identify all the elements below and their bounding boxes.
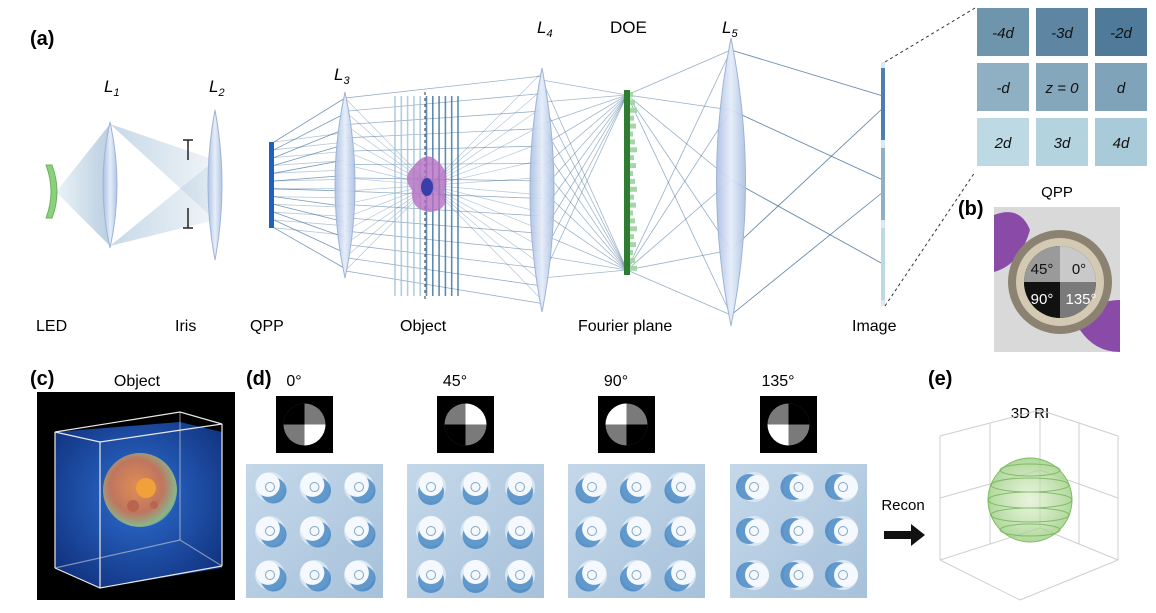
qpp-quadrant-135: 135° (1065, 291, 1096, 308)
z-grid-label: z = 0 (1045, 80, 1080, 97)
label-led: LED (36, 318, 67, 335)
angle-group: 90° (568, 373, 705, 598)
z-grid-cell: -4d (977, 8, 1029, 56)
z-grid-label: 2d (994, 135, 1012, 152)
zoom-connector-bottom (884, 171, 976, 307)
angle-label: 0° (286, 373, 301, 390)
angle-label: 90° (604, 373, 628, 390)
panel-label-e: (e) (928, 368, 952, 390)
qpp-plate (269, 142, 274, 228)
lens-l5 (716, 37, 746, 327)
angle-group: 0° (246, 373, 383, 598)
z-position-grid: -4d -3d -2d -d z = 0 d 2d 3d 4d (977, 8, 1147, 166)
z-grid-cell: 3d (1036, 118, 1088, 166)
object-nucleus (421, 178, 433, 196)
qpp-quadrant-45: 45° (1031, 261, 1054, 278)
z-grid-cell: -2d (1095, 8, 1147, 56)
label-iris: Iris (175, 318, 196, 335)
qpp-photo-title: QPP (1041, 184, 1073, 201)
label-fourier-plane: Fourier plane (578, 318, 672, 335)
object-panel-title: Object (114, 373, 161, 390)
panel-label-b: (b) (958, 198, 984, 220)
panel-label-c: (c) (30, 368, 54, 390)
rays-fourier (541, 49, 884, 316)
label-l3: L3 (334, 65, 350, 87)
z-grid-cell: z = 0 (1036, 63, 1088, 111)
z-grid-cell: -3d (1036, 8, 1088, 56)
lens-l1 (102, 121, 118, 249)
z-grid-label: d (1117, 80, 1126, 97)
z-grid-label: -4d (992, 25, 1014, 42)
qpp-quadrant-0: 0° (1072, 261, 1086, 278)
lens-l4 (529, 67, 555, 313)
z-grid-label: 4d (1113, 135, 1130, 152)
iris-aperture (183, 139, 193, 229)
angle-label: 135° (761, 373, 794, 390)
z-grid-label: -3d (1051, 25, 1073, 42)
angle-group: 135° (730, 373, 867, 598)
qpp-quadrant-90: 90° (1031, 291, 1054, 308)
z-grid-label: 3d (1054, 135, 1071, 152)
z-grid-label: -2d (1110, 25, 1132, 42)
lens-l3 (334, 91, 356, 279)
rays-qpp (273, 97, 346, 269)
z-grid-cell: d (1095, 63, 1147, 111)
ri-title: 3D RI (1011, 405, 1049, 422)
angle-label: 45° (443, 373, 467, 390)
angle-group: 45° (407, 373, 544, 598)
label-object: Object (400, 318, 447, 335)
label-l1: L1 (104, 77, 120, 99)
led-source (45, 164, 58, 219)
zoom-connector-top (884, 7, 976, 63)
label-doe: DOE (610, 18, 647, 37)
label-l4: L4 (537, 18, 553, 40)
label-qpp: QPP (250, 318, 284, 335)
doe-element (624, 90, 637, 275)
ri-volume-plot (939, 409, 1119, 601)
z-grid-cell: 2d (977, 118, 1029, 166)
z-grid-label: -d (996, 80, 1010, 97)
qpp-photo (994, 207, 1120, 352)
object-volume (37, 392, 235, 600)
z-grid-cell: -d (977, 63, 1029, 111)
panel-label-d: (d) (246, 368, 272, 390)
light-cone-1 (56, 124, 110, 246)
intensity-images: 0° 45° 90° 135° (246, 373, 867, 598)
image-sensor (881, 62, 885, 306)
recon-arrow-icon (884, 524, 925, 546)
label-l5: L5 (722, 18, 738, 40)
label-l2: L2 (209, 77, 225, 99)
panel-label-a: (a) (30, 28, 54, 50)
label-image: Image (852, 318, 897, 335)
recon-label: Recon (881, 497, 924, 514)
z-grid-cell: 4d (1095, 118, 1147, 166)
lens-l2 (207, 109, 223, 261)
